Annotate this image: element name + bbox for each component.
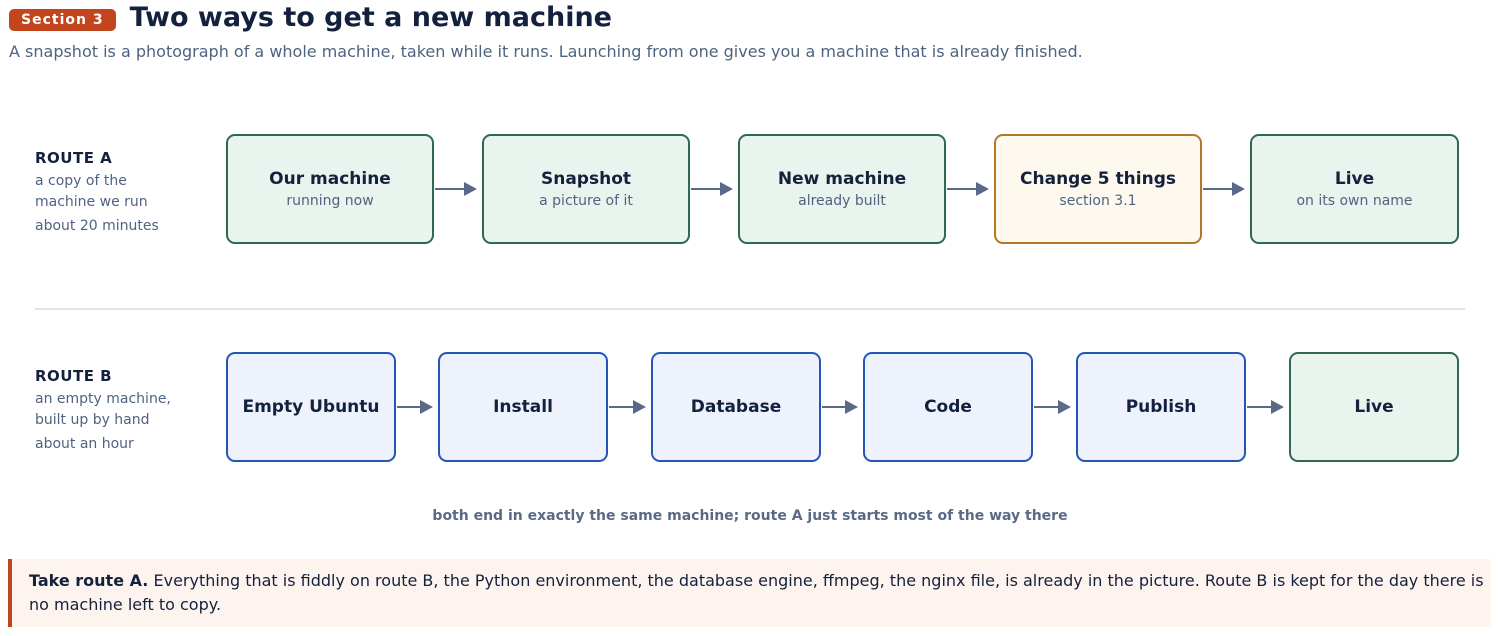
route-b-node-database: Database	[651, 352, 821, 462]
arrowhead-b-5	[1271, 400, 1284, 414]
route-b-time: about an hour	[35, 436, 134, 452]
route-a-node-live: Live on its own name	[1250, 134, 1459, 244]
node-title: New machine	[777, 169, 907, 189]
route-a-time: about 20 minutes	[35, 218, 159, 234]
route-divider	[35, 308, 1465, 310]
node-subtitle: section 3.1	[1059, 193, 1137, 209]
route-b-node-publish: Publish	[1076, 352, 1246, 462]
node-title: Empty Ubuntu	[242, 397, 380, 417]
node-title: Install	[493, 397, 553, 417]
recommendation-callout: Take route A. Everything that is fiddly …	[8, 559, 1491, 627]
node-title: Publish	[1125, 397, 1197, 417]
route-a-node-our-machine: Our machine running now	[226, 134, 434, 244]
arrowhead-b-2	[633, 400, 646, 414]
node-title: Live	[1334, 169, 1375, 189]
route-a-node-new-machine: New machine already built	[738, 134, 946, 244]
node-title: Our machine	[269, 169, 391, 189]
callout-body: Everything that is fiddly on route B, th…	[29, 571, 1484, 614]
callout-lead: Take route A.	[29, 571, 149, 590]
node-subtitle: on its own name	[1296, 193, 1413, 209]
node-subtitle: already built	[798, 193, 886, 209]
route-b-node-install: Install	[438, 352, 608, 462]
node-subtitle: running now	[286, 193, 374, 209]
node-title: Snapshot	[540, 169, 631, 189]
route-a-label: ROUTE A a copy of the machine we run abo…	[35, 149, 205, 234]
route-b-node-code: Code	[863, 352, 1033, 462]
route-b-node-live: Live	[1289, 352, 1459, 462]
route-a-node-snapshot: Snapshot a picture of it	[482, 134, 690, 244]
route-b-node-empty-ubuntu: Empty Ubuntu	[226, 352, 396, 462]
arrowhead-a-3	[976, 182, 989, 196]
route-a-name: ROUTE A	[35, 149, 113, 167]
route-a-node-change-things: Change 5 things section 3.1	[994, 134, 1202, 244]
section-badge: Section 3	[9, 8, 116, 31]
arrowhead-b-1	[420, 400, 433, 414]
arrowhead-a-4	[1232, 182, 1245, 196]
arrowhead-b-4	[1058, 400, 1071, 414]
diagram-footnote: both end in exactly the same machine; ro…	[432, 508, 1068, 524]
route-b-label: ROUTE B an empty machine, built up by ha…	[35, 367, 205, 452]
section-header: Section 3 Two ways to get a new machine	[9, 2, 612, 33]
route-b-name: ROUTE B	[35, 367, 113, 385]
node-title: Change 5 things	[1020, 169, 1176, 189]
node-subtitle: a picture of it	[539, 193, 633, 209]
page-subtitle: A snapshot is a photograph of a whole ma…	[9, 42, 1083, 61]
route-b-description: an empty machine, built up by hand	[35, 391, 171, 428]
arrowhead-a-1	[464, 182, 477, 196]
arrowhead-a-2	[720, 182, 733, 196]
node-title: Code	[924, 397, 972, 417]
arrowhead-b-3	[845, 400, 858, 414]
node-title: Live	[1354, 397, 1394, 417]
route-a-description: a copy of the machine we run	[35, 173, 148, 210]
node-title: Database	[690, 397, 782, 417]
page-title: Two ways to get a new machine	[129, 2, 612, 33]
